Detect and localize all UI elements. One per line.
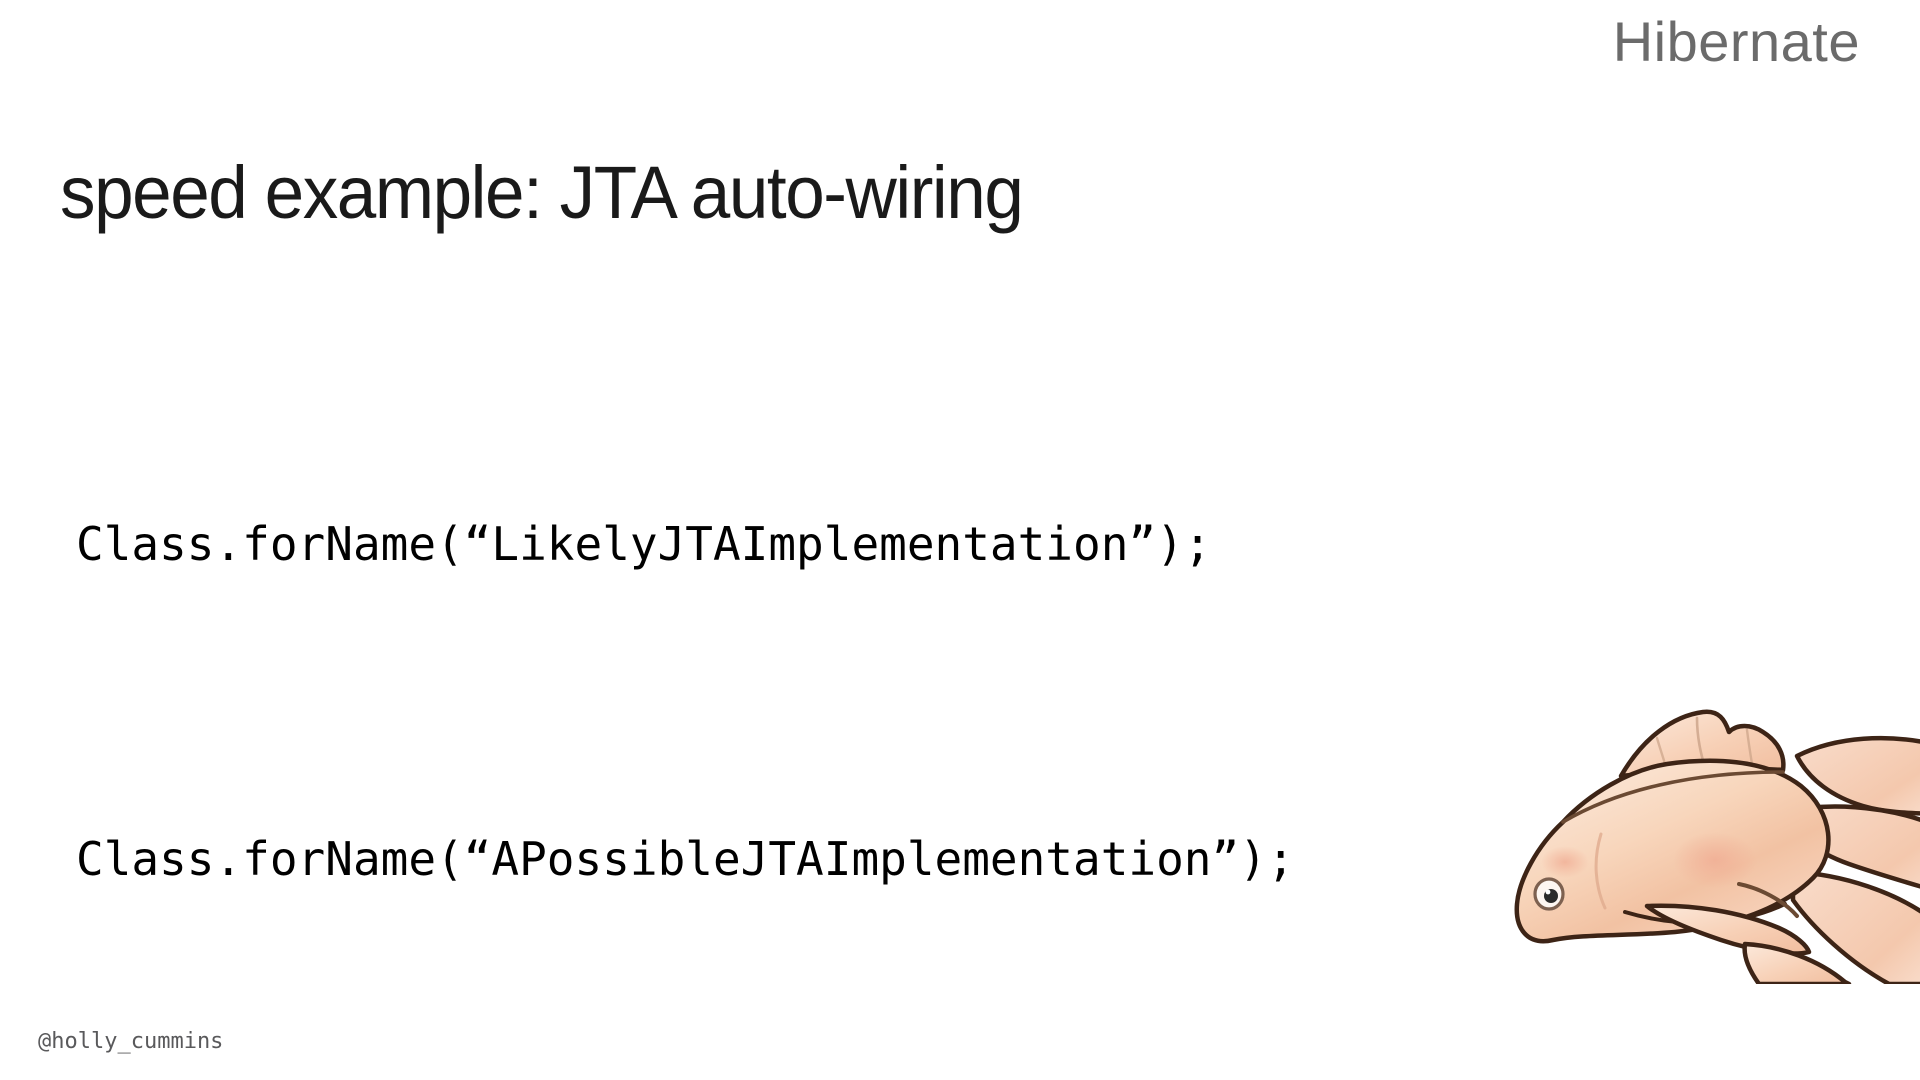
code-block: Class.forName(“LikelyJTAImplementation”)… (76, 282, 1295, 1080)
fish-anal-fin (1742, 941, 1852, 984)
code-line: Class.forName(“LikelyJTAImplementation”)… (76, 517, 1212, 571)
fish-tail-fins (1782, 735, 1920, 984)
fish-illustration (1514, 709, 1920, 984)
brand-label: Hibernate (1612, 10, 1860, 73)
code-line: Class.forName(“APossibleJTAImplementatio… (76, 832, 1295, 886)
speaker-handle: @holly_cummins (38, 1029, 224, 1054)
fish-pectoral-fin (1644, 882, 1812, 956)
fish-eye (1533, 877, 1565, 911)
fish-body (1514, 758, 1831, 944)
page-title: speed example: JTA auto-wiring (60, 150, 1024, 234)
fish-dorsal-fin (1618, 709, 1786, 779)
